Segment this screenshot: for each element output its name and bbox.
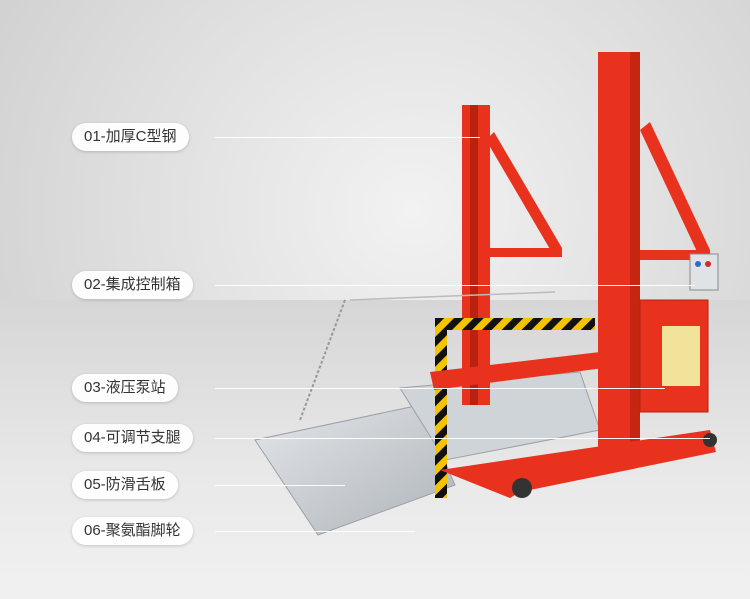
leader-line-5 [215,485,345,486]
callout-label-4: 04-可调节支腿 [72,424,193,452]
callout-label-1: 01-加厚C型钢 [72,123,189,151]
control-box-shape [689,253,719,291]
callout-label-5: 05-防滑舌板 [72,471,178,499]
caster-wheel-shape [512,478,532,498]
callout-label-6: 06-聚氨酯脚轮 [72,517,193,545]
leader-line-4 [215,438,710,439]
callout-label-3: 03-液压泵站 [72,374,178,402]
leader-line-1 [215,137,480,138]
bottom-strip [0,585,750,599]
hazard-gate-post [435,318,447,498]
anti-slip-tongue-plate [254,404,456,536]
hazard-gate-top [435,318,595,330]
leader-line-6 [215,531,415,532]
base-frame [440,430,716,498]
leader-line-3 [215,388,665,389]
callout-label-2: 02-集成控制箱 [72,271,193,299]
leader-line-2 [215,285,695,286]
